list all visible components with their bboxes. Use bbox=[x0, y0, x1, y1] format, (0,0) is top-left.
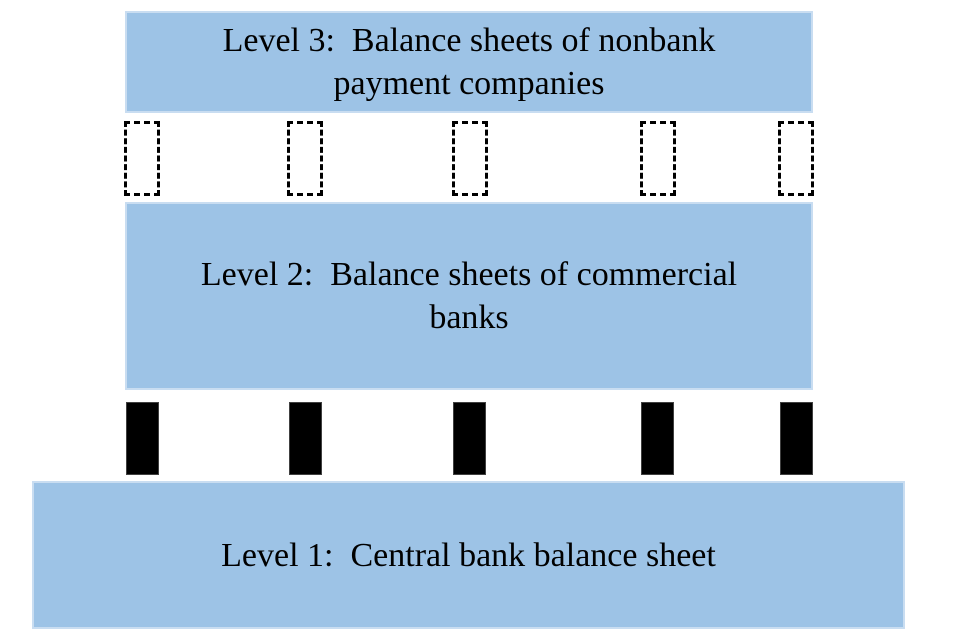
level3-label-line1: Level 3: Balance sheets of nonbank bbox=[222, 22, 716, 59]
level2-label-line1: Level 2: Balance sheets of commercial bbox=[200, 256, 738, 293]
level2-label-line2: banks bbox=[429, 299, 509, 336]
level3-label-line2: payment companies bbox=[333, 65, 605, 102]
solid-connector-3 bbox=[453, 402, 486, 475]
dashed-connector-5 bbox=[778, 121, 814, 196]
solid-connector-1 bbox=[126, 402, 159, 475]
dashed-connector-4 bbox=[640, 121, 676, 196]
dashed-connector-1 bbox=[124, 121, 160, 196]
level2-box: Level 2: Balance sheets of commercial ba… bbox=[125, 202, 813, 390]
solid-connector-2 bbox=[289, 402, 322, 475]
solid-connector-5 bbox=[780, 402, 813, 475]
level1-label-line1: Level 1: Central bank balance sheet bbox=[221, 536, 716, 574]
dashed-connector-2 bbox=[287, 121, 323, 196]
solid-connector-4 bbox=[641, 402, 674, 475]
dashed-connector-3 bbox=[452, 121, 488, 196]
level3-box: Level 3: Balance sheets of nonbank payme… bbox=[125, 11, 813, 113]
level1-box: Level 1: Central bank balance sheet bbox=[32, 481, 905, 629]
